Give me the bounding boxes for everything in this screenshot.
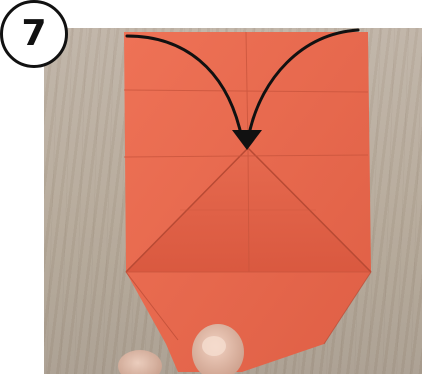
step-number: 7 <box>21 16 46 52</box>
step-badge: 7 <box>0 0 68 68</box>
